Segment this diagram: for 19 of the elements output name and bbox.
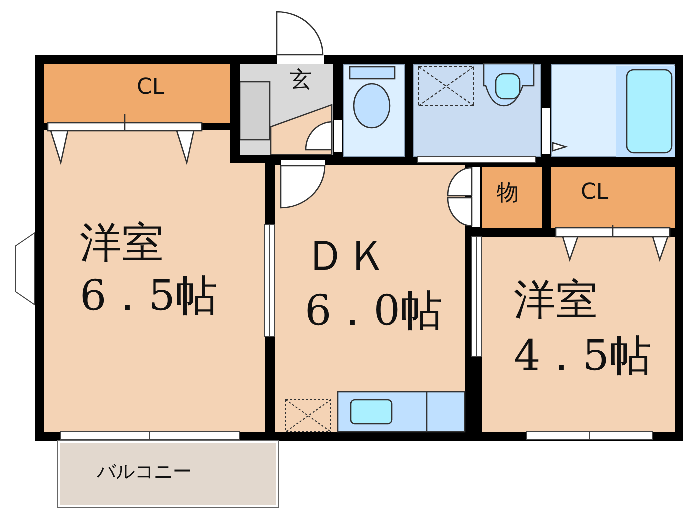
western-room — [482, 237, 675, 432]
balcony — [58, 441, 278, 507]
room-label: 玄 — [290, 70, 312, 92]
storage — [482, 167, 542, 228]
room-label: 4．5帖 — [514, 335, 652, 377]
room-label: 物 — [497, 183, 519, 205]
room-label: ＤＫ — [305, 235, 389, 277]
closet — [44, 64, 230, 123]
entrance — [240, 64, 333, 155]
room-label: 洋室 — [514, 279, 598, 321]
closet — [551, 167, 675, 228]
room-label: 6．5帖 — [80, 275, 218, 317]
bathroom — [551, 64, 675, 157]
room-label: 6．0帖 — [305, 290, 442, 332]
room-label: 洋室 — [80, 222, 164, 264]
room-label: バルコニー — [97, 463, 192, 482]
room-label: CL — [581, 182, 609, 204]
western-room — [44, 130, 265, 432]
room-label: CL — [137, 77, 165, 99]
